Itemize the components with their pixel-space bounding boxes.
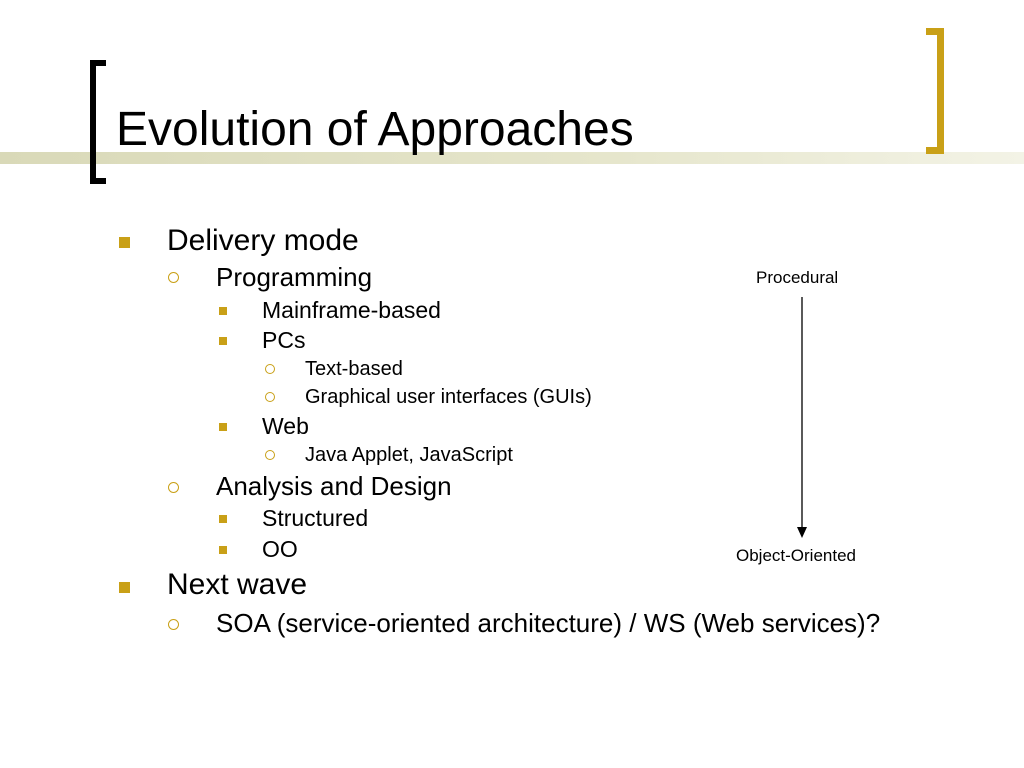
bullet-soa: SOA (service-oriented architecture) / WS… xyxy=(216,608,881,638)
circle-bullet-icon xyxy=(265,364,275,374)
arrow-bottom-label: Object-Oriented xyxy=(736,546,856,565)
title-band xyxy=(0,152,1024,164)
square-bullet-icon xyxy=(119,237,130,248)
down-arrow-icon xyxy=(797,297,807,538)
right-bracket-decoration xyxy=(926,28,944,154)
square-bullet-icon xyxy=(219,546,227,554)
square-bullet-icon xyxy=(219,337,227,345)
bullet-oo: OO xyxy=(262,536,298,562)
bullet-java: Java Applet, JavaScript xyxy=(305,444,513,466)
square-bullet-icon xyxy=(219,423,227,431)
square-bullet-icon xyxy=(219,515,227,523)
circle-bullet-icon xyxy=(265,392,275,402)
bullet-web: Web xyxy=(262,413,309,439)
circle-bullet-icon xyxy=(168,619,179,630)
circle-bullet-icon xyxy=(168,482,179,493)
bullet-analysis-design: Analysis and Design xyxy=(216,471,452,501)
bullet-next-wave: Next wave xyxy=(167,568,308,601)
circle-bullet-icon xyxy=(168,272,179,283)
bullet-mainframe: Mainframe-based xyxy=(262,297,441,323)
left-bracket-decoration xyxy=(90,60,106,184)
arrow-top-label: Procedural xyxy=(756,268,839,287)
bullet-gui: Graphical user interfaces (GUIs) xyxy=(305,386,592,408)
square-bullet-icon xyxy=(119,582,130,593)
circle-bullet-icon xyxy=(265,450,275,460)
square-bullet-icon xyxy=(219,307,227,315)
bullet-structured: Structured xyxy=(262,505,369,531)
bullet-text-based: Text-based xyxy=(305,358,403,380)
bullet-delivery-mode: Delivery mode xyxy=(167,224,359,257)
bullet-pcs: PCs xyxy=(262,327,306,353)
bullet-programming: Programming xyxy=(216,262,373,292)
slide-title: Evolution of Approaches xyxy=(116,103,634,156)
